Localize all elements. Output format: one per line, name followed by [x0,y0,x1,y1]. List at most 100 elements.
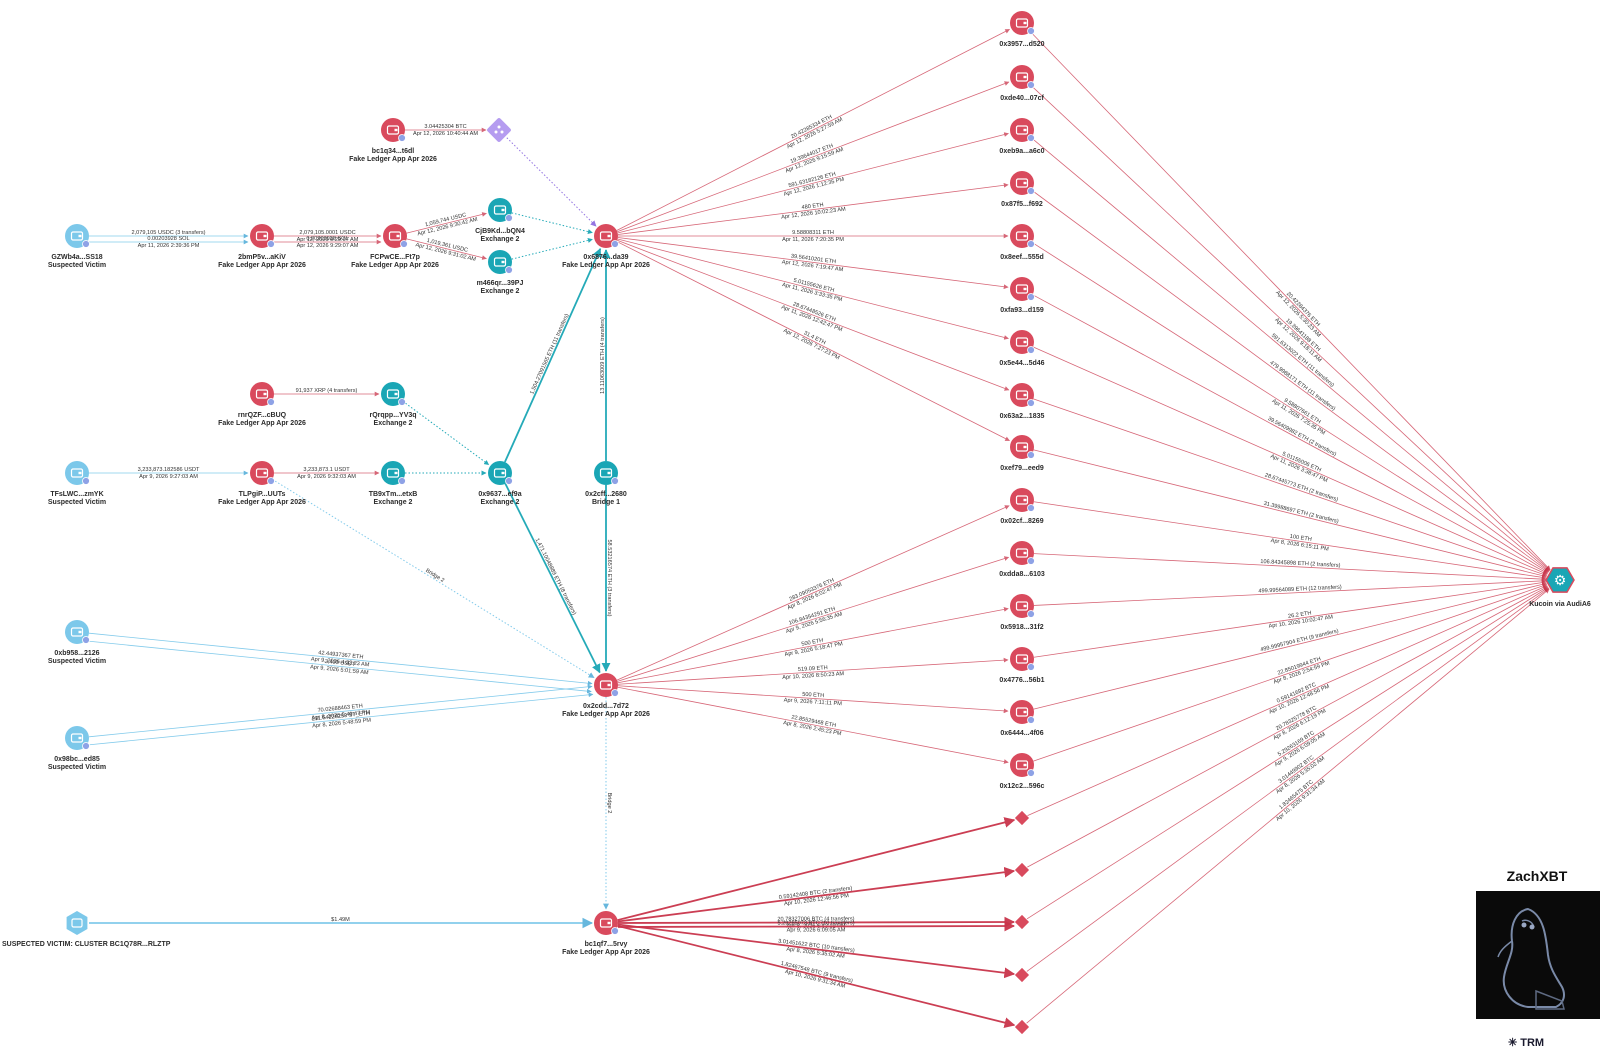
edge-swap-0x6876[interactable] [506,137,597,227]
edge-line [88,632,593,686]
edge-0x6876-r7[interactable]: 5.01155626 ETHApr 11, 2026 3:33:35 PM [617,238,1009,340]
node-r2[interactable]: 0xde40...07cf [1000,65,1044,102]
edge-0x98bc-0x2cdd[interactable]: 211.54226253 ST_ETHApr 8, 2026 5:48:59 P… [89,692,594,746]
edge-bc1qf7-d3[interactable]: 5.29265073 BTC (10 transfers)Apr 9, 2026… [618,920,1016,934]
edge-0x2cdd-r10[interactable]: 283.09053376 ETHApr 8, 2026 6:02:47 PM [616,505,1010,681]
node-r3[interactable]: 0xeb9a...a6c0 [999,118,1045,155]
node-kucoin[interactable]: ⚙Kucoin via AudiA6 [1529,567,1591,608]
edge-0x6876-r1[interactable]: 20.42285334 ETHApr 12, 2026 5:27:59 AM [616,29,1010,231]
edge-line [406,238,487,260]
wallet-clasp [1023,657,1027,661]
node-r5[interactable]: 0x8eef...555d [1000,224,1044,261]
edge-r1-kucoin[interactable]: 20.42284376 ETHApr 12, 2026 5:30:23 AM [1030,31,1551,571]
node-r4[interactable]: 0x87f5...f692 [1001,171,1043,208]
edge-0x2cdd-r13[interactable]: 519.09 ETHApr 10, 2026 8:50:23 AM [617,657,1009,685]
edge-m466-0x6876[interactable] [511,237,593,260]
edge-0x6876-r9[interactable]: 31.4 ETHApr 12, 2026 7:27:23 PM [616,241,1010,442]
node-r8[interactable]: 0x63a2...1835 [1000,383,1045,420]
edge-0x6876-r4[interactable]: 480 ETHApr 12, 2026 10:02:23 AM [617,182,1009,235]
node-d5[interactable] [1014,1019,1030,1035]
node-r7[interactable]: 0x5e44...5d46 [999,330,1045,367]
node-r11[interactable]: 0xdda8...6103 [999,541,1045,578]
edge-0x6876-r3[interactable]: 591.63182126 ETHApr 12, 2026 1:12:35 PM [617,132,1009,234]
node-d1[interactable] [1014,810,1030,826]
node-r15[interactable]: 0x12c2...596c [1000,753,1045,790]
edge-rqrq-0x9637[interactable] [402,400,490,466]
node-label: TFsLWC...zmYK [50,491,103,498]
edge-label: 480 ETHApr 12, 2026 10:02:23 AM [780,200,846,221]
edge-r11-kucoin[interactable]: 106.84345898 ETH (2 transfers) [1033,553,1547,582]
edge-0x2cff-0x2cdd[interactable]: 58.53216574 ETH (3 transfers) [601,485,612,672]
node-label: GZWb4a...SS18 [51,254,102,261]
edge-r15-kucoin[interactable]: 22.85019944 ETHApr 8, 2026 2:54:59 PM [1033,583,1548,762]
edge-0x2cdd-bc1qf7[interactable]: Bridge 2 [603,697,612,910]
node-label: 0xfa93...d159 [1000,307,1044,314]
edge-0x6876-r6[interactable]: 39.56410201 ETHApr 12, 2026 7:19:47 AM [617,237,1009,290]
edge-cluster-bc1qf7[interactable]: $1.49M [89,917,594,929]
edge-0x9637-0x2cdd[interactable]: 1,471.10048889 ETH (8 transfers) [504,483,601,674]
node-r13[interactable]: 0x4776...56b1 [999,647,1045,684]
wallet-icon [255,468,269,478]
node-r14[interactable]: 0x6444...4f06 [1000,700,1044,737]
edge-0xb958-0x2cdd[interactable]: 42.44937367 ETHApr 9, 2026 4:32:23 AM [88,632,593,686]
node-label: 0x8eef...555d [1000,254,1044,261]
edge-gzwb-2bmp[interactable]: 2,079,105 USDC (3 transfers) [89,230,249,239]
node-r6[interactable]: 0xfa93...d159 [1000,277,1044,314]
edge-tlpg-0x2cdd[interactable]: Bridge 2 [271,478,595,679]
edge-bc1qf7-d2[interactable]: 0.59142408 BTC (2 transfers)Apr 10, 2026… [617,866,1016,923]
edge-line [616,241,1010,442]
edge-bc1qf7-d1[interactable] [617,817,1016,921]
node-r1[interactable]: 0x3957...d520 [999,11,1045,48]
node-d4[interactable] [1014,967,1030,983]
edge-line [617,132,1009,234]
edge-0xb958-0x2cdd[interactable]: 3,400 USDTApr 9, 2026 5:01:59 AM [88,640,592,694]
edge-0x98bc-0x2cdd[interactable]: 70.02688463 ETHApr 8, 2026 5:49:47 PM [88,684,593,738]
node-label: 0xef79...eed9 [1000,465,1044,472]
edge-bc1qf7-d5[interactable]: 1.82467548 BTC (9 transfers)Apr 10, 2026… [617,925,1016,1028]
edge-label: 31.39988697 ETH (2 transfers) [1263,501,1339,525]
edge-r3-kucoin[interactable]: 591.6313022 ETH (11 transfers) [1030,137,1550,572]
edge-d2-kucoin[interactable]: 20.78325778 BTCApr 8, 2026 6:12:19 PM [1027,586,1549,868]
edge-rnrq-rqrq[interactable]: 91,937 XRP (4 transfers) [274,388,380,397]
edge-r8-kucoin[interactable]: 28.67445773 ETH (2 transfers) [1033,398,1548,577]
edge-0x2cdd-r14[interactable]: 500 ETHApr 9, 2026 7:11:11 PM [617,685,1009,714]
edge-0x2cff-0x6876[interactable]: 13.11063009 ETH (4 transfers) [600,249,611,461]
node-cluster[interactable]: SUSPECTED VICTIM: CLUSTER BC1Q78R...RLZT… [2,911,171,948]
edge-d3-kucoin[interactable]: 5.29263169 BTCApr 9, 2026 6:09:05 AM [1026,587,1549,920]
node-d3[interactable] [1014,914,1030,930]
node-r10[interactable]: 0x02cf...8269 [1000,488,1044,525]
node-r9[interactable]: 0xef79...eed9 [1000,435,1044,472]
node-d2[interactable] [1014,862,1030,878]
node-r12[interactable]: 0x5918...31f2 [1000,594,1044,631]
edge-d5-kucoin[interactable]: 1.82465475 BTCApr 10, 2026 9:31:34 AM [1026,588,1550,1024]
node-swap[interactable] [486,117,511,142]
edge-r12-kucoin[interactable]: 499.99564089 ETH (12 transfers) [1033,578,1547,606]
edge-r2-kucoin[interactable]: 19.39641188 ETHApr 12, 2026 9:18:11 AM [1030,84,1551,571]
